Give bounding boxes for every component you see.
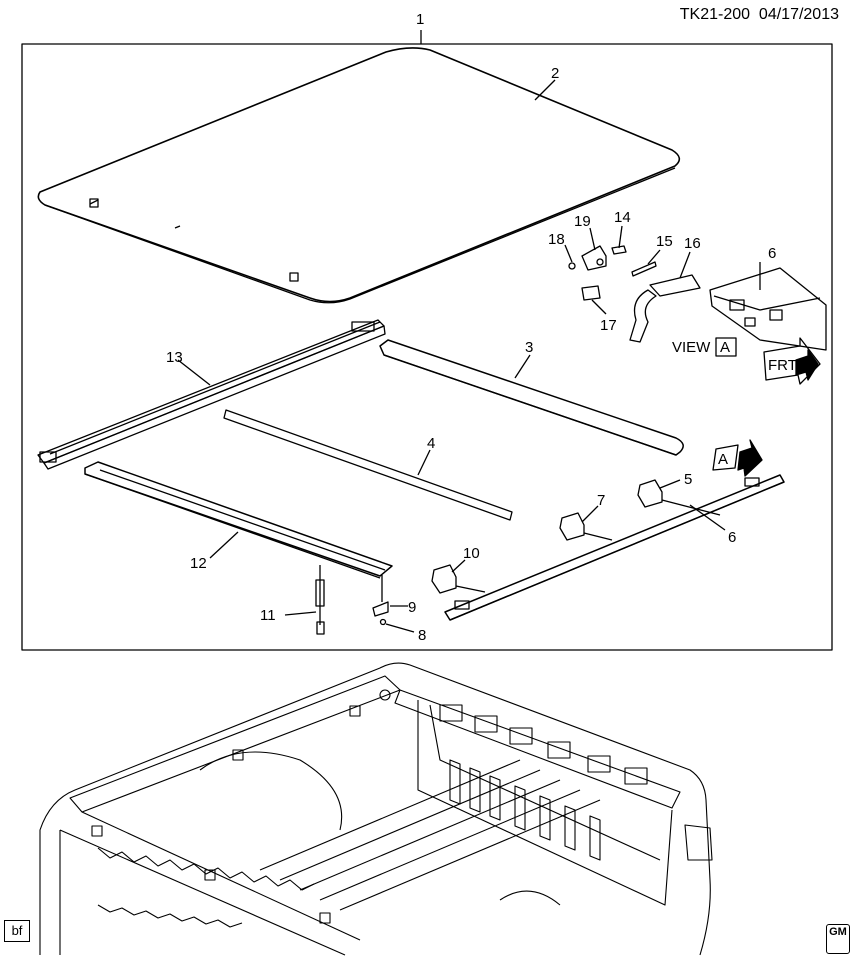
leader-5 (659, 479, 681, 489)
leader-10 (451, 559, 466, 573)
leader-12 (209, 531, 239, 559)
callout-17: 17 (600, 317, 617, 334)
callout-10: 10 (463, 545, 480, 562)
bolt-8 (379, 618, 387, 626)
leader-17 (591, 299, 607, 315)
leader-2 (534, 79, 556, 101)
callout-12: 12 (190, 555, 207, 572)
view-a-detail (568, 245, 827, 351)
view-label: VIEW (672, 339, 711, 356)
leader-19 (589, 227, 596, 251)
gm-logo: GM (826, 924, 850, 954)
callout-2: 2 (551, 65, 559, 82)
callout-6a: 6 (768, 245, 776, 262)
callout-8: 8 (418, 627, 426, 644)
diagram-code: TK21-200 (679, 6, 751, 23)
callout-18: 18 (548, 231, 565, 248)
bf-label: bf (4, 920, 30, 942)
support-rod (223, 409, 513, 521)
leader-8 (385, 623, 415, 633)
clamp-10 (431, 564, 486, 594)
callout-15: 15 (656, 233, 673, 250)
front-rail (444, 474, 785, 621)
callout-11: 11 (260, 607, 276, 624)
leader-15 (647, 249, 661, 265)
view-letter-box (715, 337, 737, 357)
callout-1: 1 (416, 11, 424, 28)
clamp-5 (637, 479, 721, 516)
callout-19: 19 (574, 213, 591, 230)
callout-7: 7 (597, 492, 605, 509)
leader-13 (177, 359, 211, 386)
side-rail-right (84, 461, 393, 579)
diagram-date: 04/17/2013 (758, 6, 839, 23)
leader-4 (417, 449, 431, 476)
view-letter: A (720, 339, 730, 356)
callout-14: 14 (614, 209, 631, 226)
diagram-header: TK21-200 04/17/2013 (680, 6, 839, 24)
callout-5: 5 (684, 471, 692, 488)
leader-16 (679, 251, 691, 279)
callout-9: 9 (408, 599, 416, 616)
callout-4: 4 (427, 435, 435, 452)
a-marker-letter: A (718, 451, 728, 468)
leader-14 (618, 225, 623, 249)
leader-11 (284, 611, 317, 616)
callout-16: 16 (684, 235, 701, 252)
frt-arrow-icon (763, 337, 821, 385)
leader-7 (581, 505, 599, 523)
latch-cable-11 (315, 565, 325, 635)
tonneau-cover (37, 47, 681, 304)
callout-13: 13 (166, 349, 183, 366)
frt-label: FRT (768, 357, 797, 374)
leader-3 (514, 354, 531, 379)
bracket-9 (372, 575, 389, 617)
diagram-frame (21, 43, 833, 651)
view-a-marker (712, 439, 763, 477)
clamp-7 (559, 512, 613, 541)
pickup-bed-illustration (39, 662, 713, 956)
rail-cap (379, 339, 684, 456)
side-rail-left (37, 319, 386, 470)
callout-6b: 6 (728, 529, 736, 546)
gm-logo-text: GM (829, 926, 847, 938)
callout-3: 3 (525, 339, 533, 356)
leader-18 (564, 244, 573, 263)
